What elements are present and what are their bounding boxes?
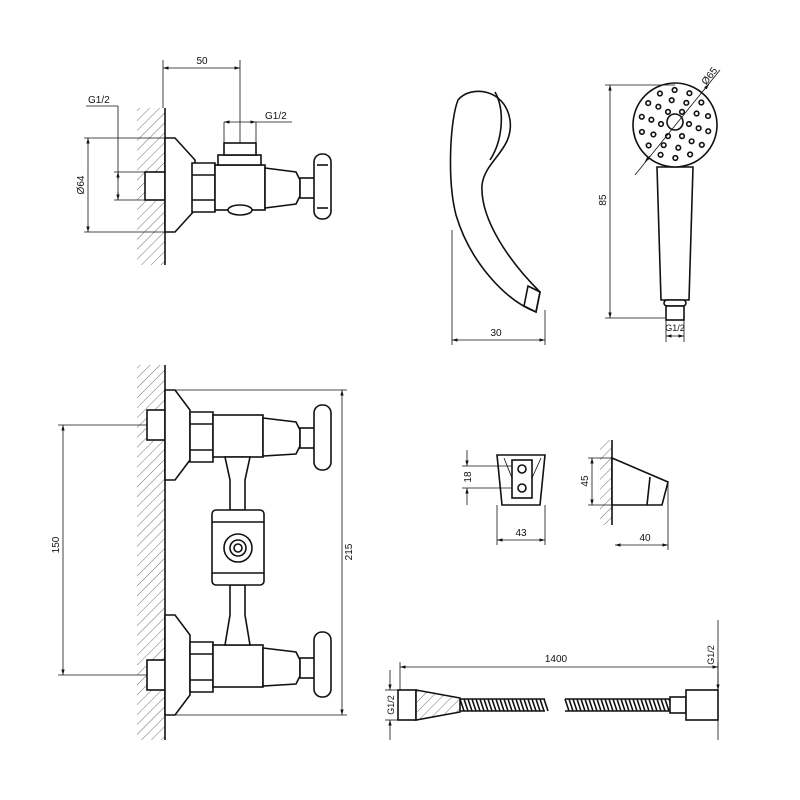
spray-nozzles <box>638 86 712 162</box>
flange <box>164 137 196 233</box>
nozzle <box>650 131 657 138</box>
dim-inlet-thread: G1/2 <box>88 95 110 106</box>
hex-nut <box>191 162 216 213</box>
hose-coil <box>564 698 674 712</box>
dim-hose-left-thread: G1/2 <box>386 695 396 715</box>
nozzle <box>705 128 712 135</box>
nozzle <box>671 86 678 94</box>
dim-handshower-thread: G1/2 <box>665 323 685 333</box>
dim-18: 18 <box>463 471 474 483</box>
lower-valve <box>146 614 332 716</box>
handshower-side-view: 30 <box>449 90 546 345</box>
valve-side-view: 50 G1/2 G1/2 Ø64 <box>76 56 332 265</box>
nozzle <box>668 97 675 104</box>
dim-215: 215 <box>344 543 355 560</box>
dim-flange-diameter: Ø64 <box>76 175 87 194</box>
nozzle <box>698 99 705 106</box>
valve-body <box>214 164 266 211</box>
dim-30: 30 <box>490 328 502 339</box>
nozzle <box>655 103 662 110</box>
nozzle <box>645 99 652 107</box>
dim-40: 40 <box>639 533 651 544</box>
nozzle <box>693 110 700 117</box>
nozzle <box>664 108 672 115</box>
holder-side-view: 45 40 <box>580 440 669 550</box>
pipe-stub <box>144 171 166 201</box>
dim-150: 150 <box>51 536 62 553</box>
nozzle <box>688 138 695 145</box>
hose-spiral-right <box>564 698 674 712</box>
dim-43: 43 <box>515 528 527 539</box>
bonnet <box>264 167 301 209</box>
dim-50: 50 <box>196 56 208 67</box>
outlet <box>223 142 257 156</box>
nozzle <box>675 144 682 151</box>
nozzle <box>657 151 664 158</box>
nozzle <box>678 133 686 140</box>
hose-view: 1400 G1/2 G1/2 <box>385 620 720 740</box>
nozzle <box>657 120 665 128</box>
upper-valve <box>146 389 332 481</box>
nozzle <box>686 90 693 97</box>
dim-45: 45 <box>580 475 591 487</box>
nozzle <box>656 90 664 97</box>
handshower-front-view: Ø65 85 G1/2 <box>598 65 720 342</box>
nozzle <box>638 128 646 136</box>
hose-spiral-left <box>459 698 549 712</box>
diverter-outlet <box>223 533 253 563</box>
holder-front-view: 18 43 <box>462 450 546 545</box>
nozzle <box>685 120 693 128</box>
nozzle <box>648 116 655 123</box>
nozzle <box>704 112 712 120</box>
dim-1400: 1400 <box>545 654 568 665</box>
valve-front-view: 150 215 <box>51 365 355 740</box>
nozzle <box>698 141 705 149</box>
nozzle <box>678 108 686 115</box>
dim-head-diameter: Ø65 <box>700 65 721 87</box>
nozzle <box>660 142 667 149</box>
wall-hatch <box>600 440 612 525</box>
hose-coil <box>459 698 549 712</box>
handle <box>656 166 694 301</box>
nozzle <box>672 154 679 162</box>
nozzle <box>638 113 645 120</box>
nozzle <box>695 125 702 132</box>
hose-end-nut <box>685 689 719 721</box>
nozzle <box>645 142 652 149</box>
nozzle <box>686 151 694 158</box>
dim-85: 85 <box>598 194 609 206</box>
handle <box>313 153 332 220</box>
nozzle <box>683 99 690 106</box>
dim-hose-right-thread: G1/2 <box>706 645 716 665</box>
dim-outlet-thread: G1/2 <box>265 111 287 122</box>
